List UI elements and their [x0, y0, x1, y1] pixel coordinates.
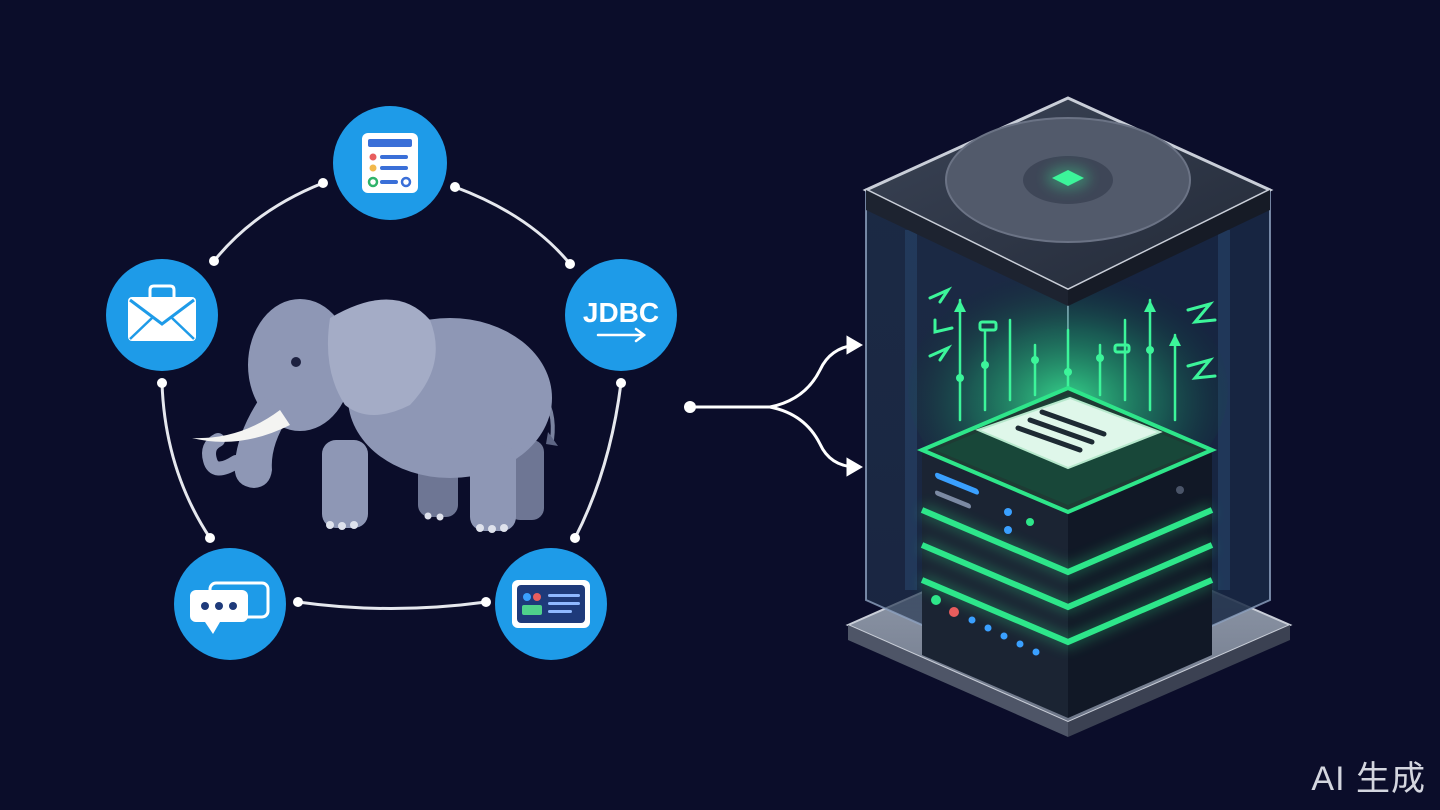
node-mail[interactable] — [106, 259, 218, 371]
node-dashboard[interactable] — [495, 548, 607, 660]
jdbc-label: JDBC — [583, 297, 659, 328]
hub-network: JDBC — [106, 106, 677, 660]
split-arrow-lower — [768, 405, 857, 469]
ring-connectors — [160, 181, 623, 610]
connector-dashboard-chat — [296, 600, 488, 610]
connector-dots — [157, 178, 626, 607]
split-arrow — [684, 335, 863, 477]
split-arrow-lower-head — [846, 457, 863, 477]
node-document[interactable] — [333, 106, 447, 220]
server-database-icon — [845, 96, 1293, 737]
split-arrow-upper — [768, 343, 857, 409]
connector-document-jdbc — [453, 185, 572, 266]
ai-generated-watermark: AI 生成 — [1311, 760, 1426, 798]
stream-nodes — [954, 300, 1181, 382]
floating-glyphs — [928, 286, 1217, 380]
document-card-lines — [1015, 409, 1107, 453]
rack-indicators — [931, 472, 1184, 656]
data-streams — [958, 298, 1177, 422]
rack-left-face — [922, 450, 1068, 718]
rack-bands-glow — [919, 503, 1215, 650]
node-chat[interactable] — [174, 548, 286, 660]
document-form-icon — [362, 133, 418, 193]
connector-mail-document — [212, 181, 325, 263]
node-jdbc[interactable]: JDBC — [565, 259, 677, 371]
elephant-icon — [192, 299, 558, 533]
mail-briefcase-icon — [128, 284, 196, 341]
jdbc-arrow-icon — [596, 327, 647, 343]
split-arrow-upper-head — [846, 335, 863, 355]
dashboard-card-icon — [512, 580, 590, 628]
connector-chat-mail — [160, 381, 212, 540]
rack-right-face — [1068, 450, 1212, 718]
connector-jdbc-dashboard — [573, 381, 623, 540]
chat-bubbles-icon — [190, 581, 270, 634]
